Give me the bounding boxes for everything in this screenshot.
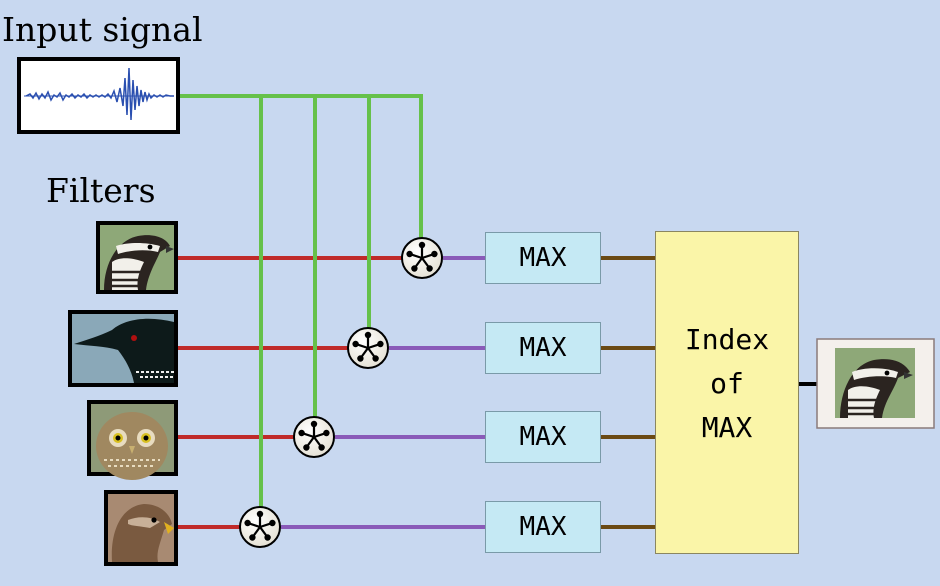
convolution-operator-icon bbox=[347, 327, 389, 369]
waveform-icon bbox=[25, 67, 174, 121]
index-of-max-box: Index of MAX bbox=[655, 231, 799, 554]
filter-image-3 bbox=[87, 400, 178, 480]
max-box-4: MAX bbox=[485, 501, 601, 553]
max-box-2: MAX bbox=[485, 322, 601, 374]
max-output-wires bbox=[601, 256, 655, 529]
conv-output-wires bbox=[281, 256, 485, 529]
signal-wires bbox=[178, 94, 423, 507]
bobwhite-quail-icon bbox=[104, 235, 174, 290]
bobwhite-quail-icon bbox=[840, 359, 913, 418]
owl-icon bbox=[96, 412, 168, 480]
hawk-icon bbox=[111, 504, 174, 562]
max-box-1: MAX bbox=[485, 232, 601, 284]
loon-icon bbox=[74, 318, 174, 383]
filter-image-2 bbox=[68, 310, 178, 387]
input-signal-label: Input signal bbox=[2, 10, 203, 49]
index-label-line-3: MAX bbox=[701, 411, 753, 444]
max-box-3: MAX bbox=[485, 411, 601, 463]
convolution-operator-icon bbox=[293, 416, 335, 458]
convolution-operators bbox=[239, 237, 443, 548]
filters-label: Filters bbox=[46, 171, 156, 210]
output-image bbox=[816, 338, 935, 429]
convolution-operator-icon bbox=[239, 506, 281, 548]
filter-wires bbox=[178, 256, 402, 529]
input-signal-box bbox=[17, 57, 180, 134]
convolution-operator-icon bbox=[401, 237, 443, 279]
filter-image-4 bbox=[104, 490, 178, 566]
index-label-line-2: of bbox=[710, 367, 744, 400]
filter-image-1 bbox=[96, 221, 178, 294]
index-label-line-1: Index bbox=[684, 323, 770, 356]
